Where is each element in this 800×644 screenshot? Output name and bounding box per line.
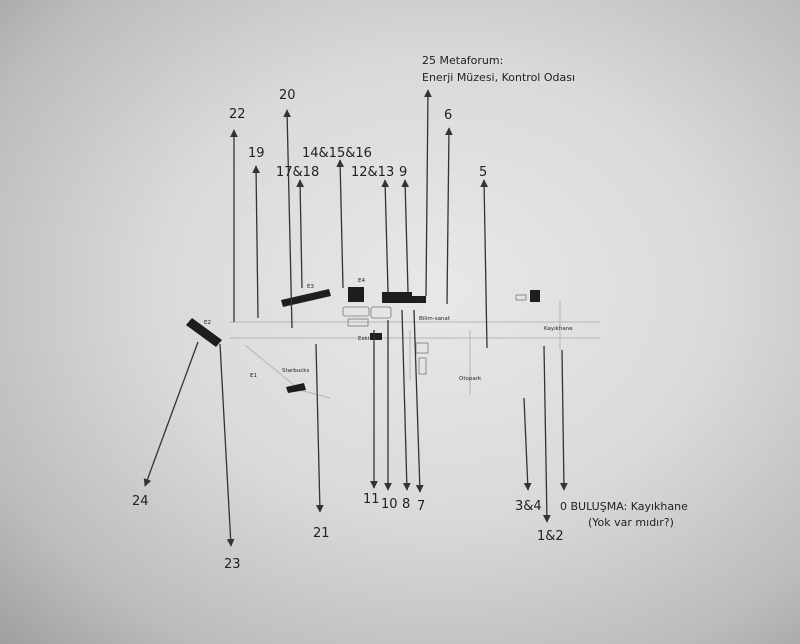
arrow-24 [143, 341, 199, 487]
map-label-kayikhane: Kayıkhane [544, 326, 573, 332]
map-label-bilim-sanat: Bilim-sanat [419, 316, 451, 322]
outline-block-1 [342, 306, 370, 317]
arrow-19 [252, 165, 260, 319]
map-buildings [186, 287, 540, 393]
map-label-e4: E4 [358, 278, 365, 284]
arrow-14-15-16 [336, 159, 345, 289]
arrow-1-2 [542, 345, 551, 523]
label-9: 9 [399, 165, 407, 180]
outline-block-5 [415, 342, 429, 354]
arrow-17-18 [296, 179, 305, 289]
map-label-otopark: Otopark [459, 376, 482, 382]
building-east [530, 290, 540, 302]
label-21: 21 [313, 526, 330, 541]
map-label-starbucks: Starbucks [282, 368, 309, 374]
building-e4 [348, 287, 364, 302]
label-5: 5 [479, 165, 487, 180]
label-6: 6 [444, 108, 452, 123]
building-starbucks-kiosk [286, 383, 306, 393]
arrow-0 [560, 349, 568, 491]
label-14-15-16: 14&15&16 [302, 146, 372, 161]
map-label-eski: Eski [358, 336, 370, 342]
arrow-21 [315, 343, 324, 513]
label-11: 11 [363, 492, 380, 507]
map-label-e1: E1 [250, 373, 257, 379]
arrow-3-4 [523, 397, 532, 491]
label-23: 23 [224, 557, 241, 572]
arrow-20 [283, 109, 293, 329]
arrow-6 [445, 127, 453, 305]
outline-block-6 [515, 294, 527, 301]
label-7: 7 [417, 499, 425, 514]
building-center-a [382, 292, 412, 303]
outline-block-3 [347, 318, 369, 327]
outline-block-4 [418, 357, 427, 375]
arrow-9 [401, 179, 410, 293]
label-25-line1: 25 Metaforum: [422, 54, 503, 67]
label-24: 24 [132, 494, 149, 509]
arrow-25 [424, 89, 432, 297]
outline-block-2 [370, 306, 392, 319]
arrow-12-13 [381, 179, 390, 293]
label-22: 22 [229, 107, 246, 122]
label-1-2: 1&2 [537, 529, 564, 544]
arrows-up [230, 89, 489, 349]
label-8: 8 [402, 497, 410, 512]
label-12-13: 12&13 [351, 165, 394, 180]
arrow-8 [401, 309, 411, 491]
map-label-e3: E3 [307, 284, 314, 290]
label-25-line2: Enerji Müzesi, Kontrol Odası [422, 71, 575, 84]
building-eski [370, 333, 382, 340]
map-label-e2: E2 [204, 320, 211, 326]
arrow-5 [480, 179, 489, 349]
label-meeting-line1: 0 BULUŞMA: Kayıkhane [560, 500, 688, 513]
building-e3 [281, 289, 331, 307]
building-e2 [186, 318, 222, 347]
label-19: 19 [248, 146, 265, 161]
arrow-23 [219, 343, 235, 547]
arrows-down [143, 309, 568, 547]
label-3-4: 3&4 [515, 499, 542, 514]
arrow-7 [413, 309, 424, 493]
label-meeting-line2: (Yok var mıdır?) [588, 516, 674, 529]
label-20: 20 [279, 88, 296, 103]
label-10: 10 [381, 497, 398, 512]
label-17-18: 17&18 [276, 165, 319, 180]
building-center-b [398, 296, 426, 303]
